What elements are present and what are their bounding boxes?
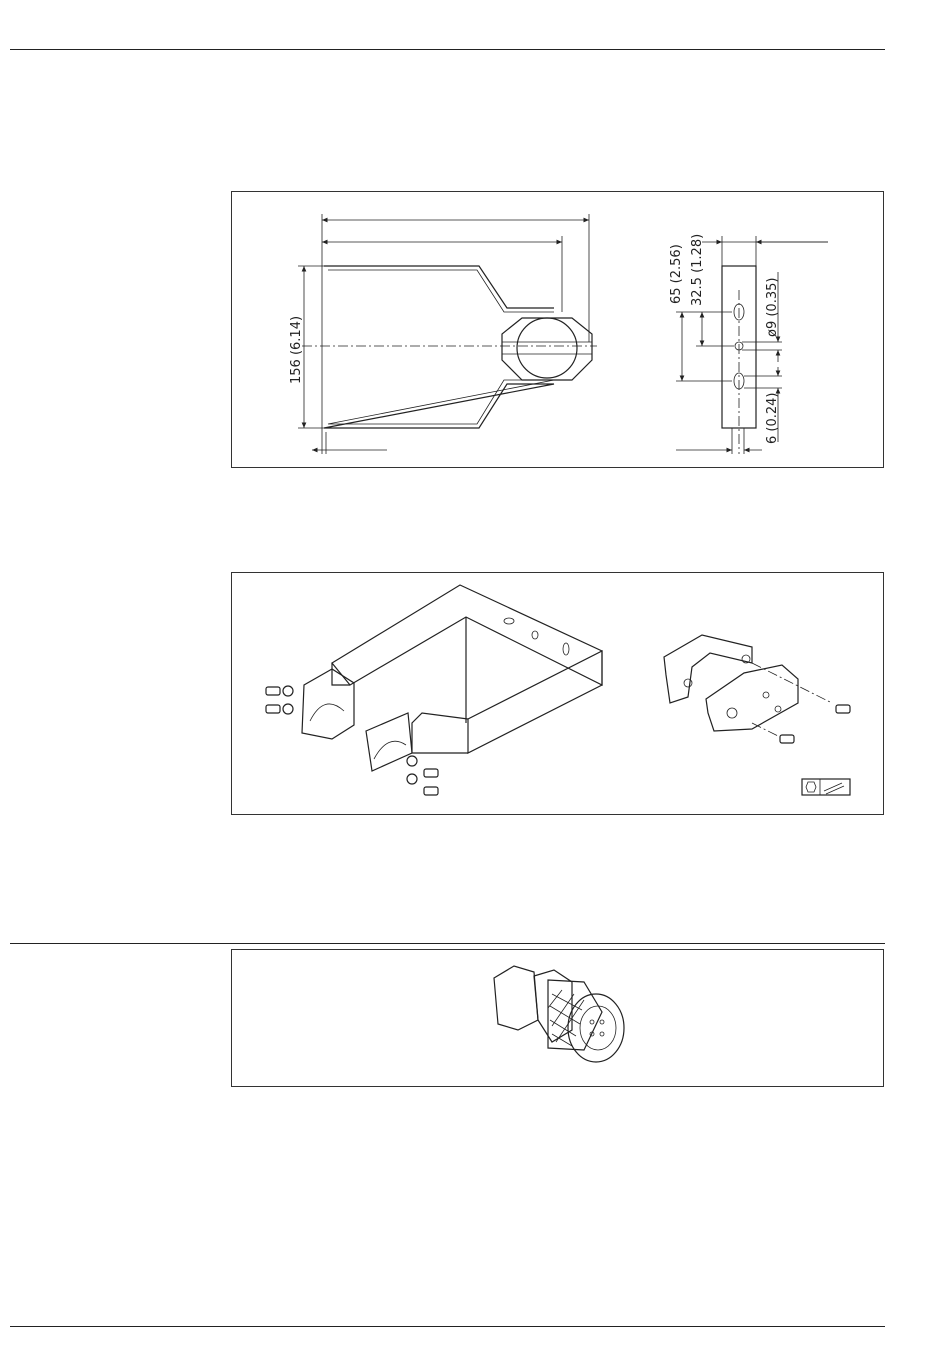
bracket-front-flange (366, 713, 412, 771)
screw-set-left (266, 686, 293, 714)
screw-set-bottom (407, 756, 438, 795)
bracket-hole (532, 631, 538, 639)
hole-diameter-label: ø9 (0.35) (765, 278, 780, 337)
bracket-top-band (332, 585, 602, 685)
slot-spacing-label: 65 (2.56) (669, 244, 684, 304)
dimension-drawing: 156 (6.14) 65 (2.56) 32.5 (1.28) ø9 (0.3… (232, 192, 883, 467)
clamp-octagon (502, 318, 592, 380)
screwdriver-icon (824, 783, 844, 794)
bracket-lower-flange (412, 713, 468, 753)
hex-key-icon (806, 782, 816, 792)
bracket-outline (324, 266, 554, 428)
bracket-inner-outline (328, 270, 554, 424)
bracket-slot-2 (563, 643, 569, 655)
clamp-bore (517, 318, 577, 378)
connector-drawing (232, 950, 883, 1086)
screw-set-clamp (752, 663, 850, 743)
header-rule (10, 49, 885, 50)
clamp-lower-half (706, 665, 798, 731)
hole-offset-label: 32.5 (1.28) (690, 234, 705, 306)
bracket-right-band (468, 651, 602, 753)
dimension-drawing-frame: 156 (6.14) 65 (2.56) 32.5 (1.28) ø9 (0.3… (231, 191, 884, 468)
footer-rule (10, 1326, 885, 1327)
bracket-isometric-frame (231, 572, 884, 815)
clamp-upper-half (664, 635, 752, 703)
m12-connector-icon (494, 966, 624, 1062)
height-dimension-label: 156 (6.14) (289, 316, 304, 384)
section-rule (10, 943, 885, 944)
tool-icon-box (802, 779, 850, 795)
bracket-slot-1 (504, 618, 514, 624)
connector-frame (231, 949, 884, 1087)
edge-dimension-label: 6 (0.24) (765, 393, 780, 445)
bracket-isometric-drawing (232, 573, 883, 814)
